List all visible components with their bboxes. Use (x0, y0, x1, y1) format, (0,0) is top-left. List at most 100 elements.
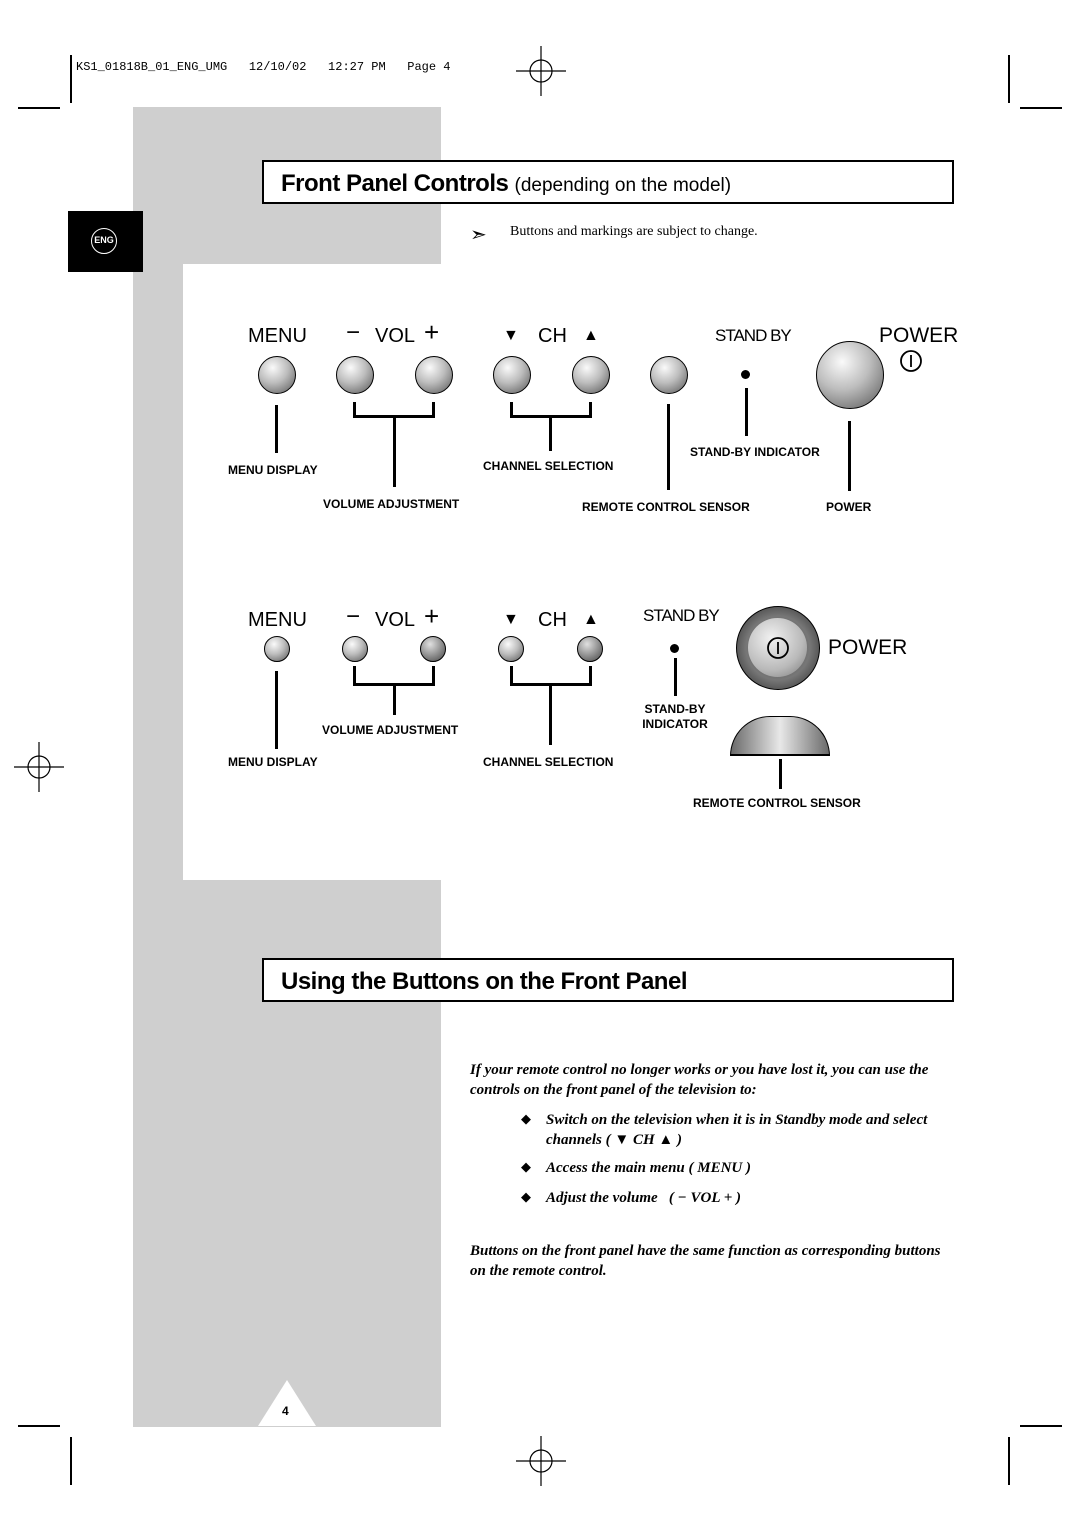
power-button[interactable] (816, 341, 884, 409)
connector-line (745, 388, 748, 436)
power-label: POWER (828, 636, 908, 659)
diamond-bullet-icon: ◆ (521, 1111, 531, 1126)
connector-line (589, 402, 592, 418)
connector-line (674, 658, 677, 696)
power-label: POWER (879, 324, 959, 347)
connector-line (589, 666, 592, 686)
power-icon (900, 350, 922, 372)
section-title: Front Panel Controls (281, 170, 509, 197)
standby-indicator-led (741, 370, 750, 379)
diagram-area (183, 264, 1080, 880)
connector-line (353, 402, 356, 418)
vol-down-button[interactable] (336, 356, 374, 394)
ch-down-label: ▼ (503, 327, 519, 344)
volume-adjustment-label: VOLUME ADJUSTMENT (323, 497, 460, 511)
bullet-list: ◆ Switch on the television when it is in… (521, 1110, 961, 1218)
vol-up-button[interactable] (415, 356, 453, 394)
power-icon (767, 637, 789, 659)
standby-label: STAND BY (643, 606, 720, 625)
diamond-bullet-icon: ◆ (521, 1159, 531, 1174)
crop-mark (70, 1437, 72, 1485)
connector-line (353, 666, 356, 686)
ch-up-label: ▲ (583, 327, 599, 344)
language-tab: ENG (68, 211, 143, 272)
connector-line (779, 759, 782, 789)
vol-down-button[interactable] (342, 636, 368, 662)
remote-sensor-window (650, 356, 688, 394)
standby-indicator-label-line2: INDICATOR (642, 717, 708, 731)
menu-display-label: MENU DISPLAY (228, 755, 318, 769)
channel-selection-label: CHANNEL SELECTION (483, 459, 614, 473)
menu-label: MENU (248, 325, 307, 347)
connector-line (275, 405, 278, 453)
eng-badge: ENG (91, 228, 117, 254)
ch-down-label: ▼ (503, 611, 519, 628)
remote-sensor-label: REMOTE CONTROL SENSOR (582, 500, 750, 514)
print-slug: KS1_01818B_01_ENG_UMG 12/10/02 12:27 PM … (76, 60, 451, 74)
connector-line (667, 404, 670, 490)
power-button[interactable] (736, 606, 820, 690)
standby-indicator-label-line1: STAND-BY (644, 702, 706, 716)
standby-indicator-label: STAND-BY INDICATOR (640, 702, 710, 732)
section-header-using-buttons: Using the Buttons on the Front Panel (262, 958, 954, 1002)
crop-mark (18, 1425, 60, 1427)
vol-plus-label: + (424, 601, 440, 631)
connector-line (432, 402, 435, 418)
bullet-item: ◆ Switch on the television when it is in… (521, 1110, 961, 1158)
menu-button[interactable] (258, 356, 296, 394)
registration-mark-icon (516, 46, 566, 96)
channel-selection-label: CHANNEL SELECTION (483, 755, 614, 769)
menu-label: MENU (248, 609, 307, 631)
vol-up-button[interactable] (420, 636, 446, 662)
vol-minus-label: − (346, 603, 361, 630)
power-button-face (748, 618, 807, 677)
connector-line (393, 415, 396, 487)
connector-line (848, 421, 851, 491)
ch-up-button[interactable] (577, 636, 603, 662)
connector-line (549, 683, 552, 745)
connector-line (510, 666, 513, 686)
standby-indicator-label: STAND-BY INDICATOR (690, 445, 820, 459)
ch-label: CH (538, 609, 567, 631)
bullet-text: Adjust the volume ( − VOL + ) (546, 1190, 741, 1206)
arrow-icon: ➣ (470, 224, 487, 246)
connector-line (549, 415, 552, 451)
section-header-front-panel: Front Panel Controls (depending on the m… (262, 160, 954, 204)
intro-paragraph: If your remote control no longer works o… (470, 1062, 929, 1098)
vol-label: VOL (375, 325, 416, 347)
bullet-text: Access the main menu ( MENU ) (546, 1160, 752, 1176)
registration-mark-icon (516, 1436, 566, 1486)
connector-line (275, 671, 278, 749)
section-subtitle: (depending on the model) (514, 175, 732, 196)
ch-down-button[interactable] (493, 356, 531, 394)
remote-sensor-label: REMOTE CONTROL SENSOR (693, 796, 861, 810)
remote-sensor-window (730, 716, 830, 756)
page-number-triangle-icon (258, 1380, 316, 1426)
crop-mark (18, 107, 60, 109)
ch-up-button[interactable] (572, 356, 610, 394)
ch-label: CH (538, 325, 567, 347)
crop-mark (1020, 1425, 1062, 1427)
vol-plus-label: + (424, 317, 440, 347)
change-note: Buttons and markings are subject to chan… (510, 224, 758, 239)
standby-label: STAND BY (715, 326, 792, 345)
vol-minus-label: − (346, 319, 361, 346)
outro-paragraph: Buttons on the front panel have the same… (470, 1243, 941, 1279)
crop-mark (1020, 107, 1062, 109)
registration-mark-icon (14, 742, 64, 792)
connector-line (510, 402, 513, 418)
section-title: Using the Buttons on the Front Panel (281, 968, 687, 995)
page-number: 4 (282, 1404, 289, 1418)
connector-line (393, 683, 396, 715)
crop-mark (1008, 55, 1010, 103)
vol-label: VOL (375, 609, 416, 631)
menu-display-label: MENU DISPLAY (228, 463, 318, 477)
diamond-bullet-icon: ◆ (521, 1189, 531, 1204)
bullet-item: ◆ Access the main menu ( MENU ) (521, 1158, 961, 1188)
bullet-item: ◆ Adjust the volume ( − VOL + ) (521, 1188, 961, 1218)
bullet-text: Switch on the television when it is in S… (546, 1112, 928, 1148)
crop-mark (1008, 1437, 1010, 1485)
connector-line (432, 666, 435, 686)
ch-down-button[interactable] (498, 636, 524, 662)
menu-button[interactable] (264, 636, 290, 662)
